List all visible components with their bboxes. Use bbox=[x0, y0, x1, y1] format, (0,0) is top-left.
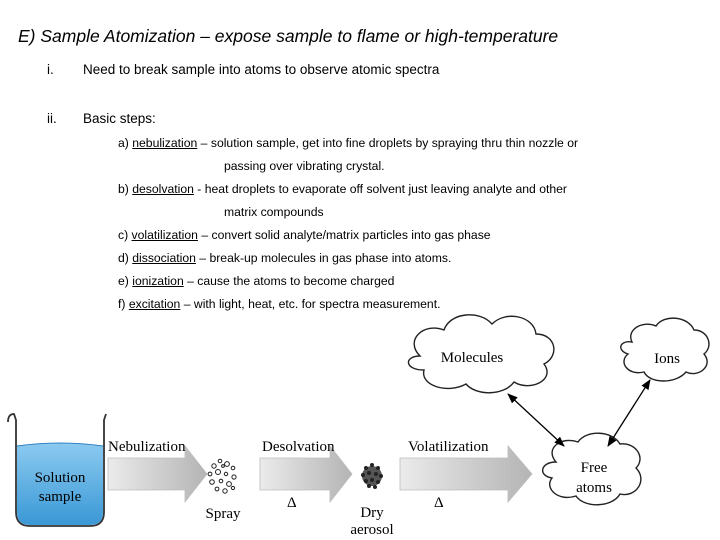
step-e: e) ionization – cause the atoms to becom… bbox=[118, 274, 394, 288]
desolvation-label: Desolvation bbox=[262, 439, 335, 455]
step-description: – cause the atoms to become charged bbox=[183, 274, 395, 288]
step-d: d) dissociation – break-up molecules in … bbox=[118, 251, 451, 265]
beaker-label: Solution bbox=[35, 470, 86, 486]
volatilization-arrow bbox=[399, 444, 533, 504]
step-prefix: c) bbox=[118, 228, 132, 242]
step-term: desolvation bbox=[132, 182, 194, 196]
desolvation-arrow bbox=[259, 444, 353, 504]
dry-aerosol-label: Dry bbox=[360, 505, 384, 521]
step-b: b) desolvation - heat droplets to evapor… bbox=[118, 182, 567, 196]
step-description: – convert solid analyte/matrix particles… bbox=[197, 228, 491, 242]
step-term: dissociation bbox=[132, 251, 196, 265]
step-term: volatilization bbox=[131, 228, 198, 242]
step-description: - heat droplets to evaporate off solvent… bbox=[193, 182, 567, 196]
beaker bbox=[7, 413, 107, 527]
step-prefix: e) bbox=[118, 274, 133, 288]
free-atoms-cloud bbox=[542, 432, 642, 506]
beaker-label: sample bbox=[39, 489, 82, 505]
heat-symbol: Δ bbox=[434, 495, 444, 511]
point-ii: ii. Basic steps: bbox=[47, 111, 647, 129]
step-term: nebulization bbox=[132, 136, 198, 150]
step-f: f) excitation – with light, heat, etc. f… bbox=[118, 297, 440, 311]
ions-label: Ions bbox=[654, 351, 680, 367]
ions-cloud bbox=[620, 317, 710, 382]
step-description: – solution sample, get into fine droplet… bbox=[197, 136, 579, 150]
free-atoms-label: Free bbox=[581, 460, 608, 476]
molecules-free-atoms-arrow bbox=[507, 393, 565, 447]
heat-symbol: Δ bbox=[287, 495, 297, 511]
nebulization-label: Nebulization bbox=[108, 439, 186, 455]
dry-aerosol-label: aerosol bbox=[350, 522, 393, 538]
nebulization-arrow bbox=[107, 444, 208, 504]
spray-droplets bbox=[207, 458, 237, 494]
volatilization-label: Volatilization bbox=[408, 439, 489, 455]
step-prefix: a) bbox=[118, 136, 133, 150]
step-term: ionization bbox=[132, 274, 184, 288]
step-a-continued: passing over vibrating crystal. bbox=[224, 159, 385, 173]
step-b-continued: matrix compounds bbox=[224, 205, 324, 219]
step-a: a) nebulization – solution sample, get i… bbox=[118, 136, 578, 150]
step-prefix: f) bbox=[118, 297, 129, 311]
step-prefix: b) bbox=[118, 182, 133, 196]
point-number: ii. bbox=[47, 111, 57, 126]
point-number: i. bbox=[47, 62, 54, 77]
spray-label: Spray bbox=[206, 506, 241, 522]
free-atoms-label: atoms bbox=[576, 480, 612, 496]
step-term: excitation bbox=[128, 297, 181, 311]
slide-title: E) Sample Atomization – expose sample to… bbox=[18, 26, 559, 46]
dry-aerosol-particles bbox=[361, 463, 383, 489]
ions-free-atoms-arrow bbox=[607, 379, 651, 447]
point-text: Basic steps: bbox=[83, 111, 156, 126]
molecules-label: Molecules bbox=[441, 350, 504, 366]
step-prefix: d) bbox=[118, 251, 133, 265]
beaker-liquid bbox=[17, 443, 103, 525]
point-text: Need to break sample into atoms to obser… bbox=[83, 62, 440, 77]
molecules-cloud bbox=[407, 314, 555, 394]
point-i: i. Need to break sample into atoms to ob… bbox=[47, 62, 647, 80]
step-description: – with light, heat, etc. for spectra mea… bbox=[180, 297, 441, 311]
step-description: – break-up molecules in gas phase into a… bbox=[195, 251, 452, 265]
step-c: c) volatilization – convert solid analyt… bbox=[118, 228, 491, 242]
